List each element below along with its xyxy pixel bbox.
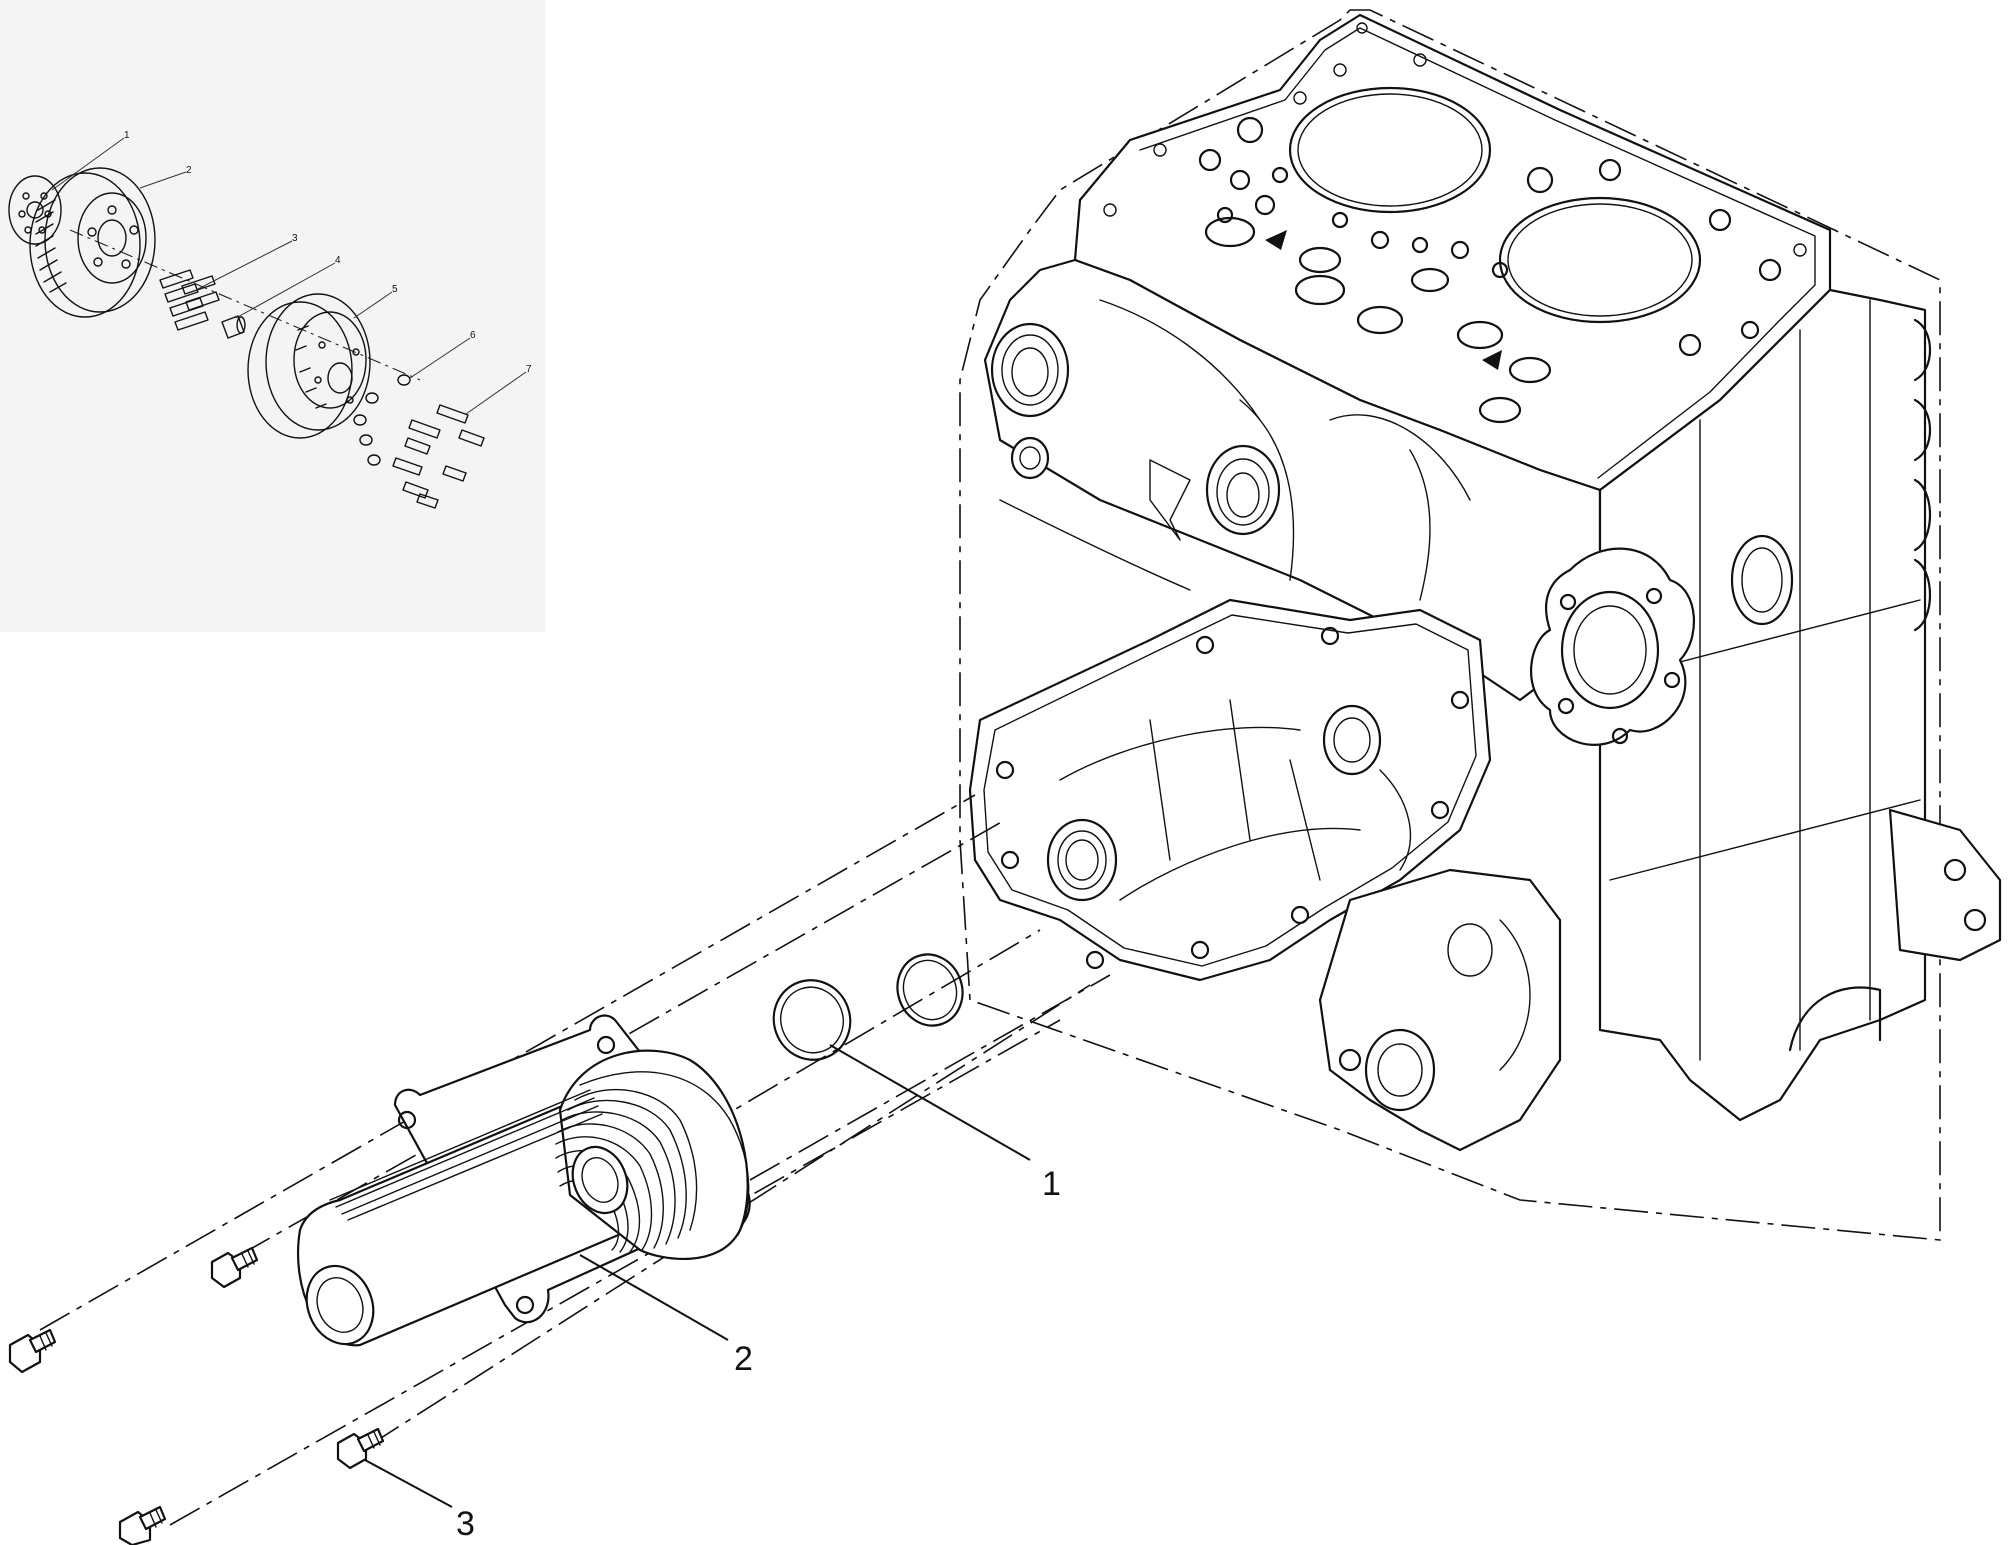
oil-cooler-end-port (305, 1264, 375, 1346)
gasket-holes (995, 626, 1470, 970)
inset-callout-5: 5 (392, 284, 398, 295)
bolt-lower-right (336, 1427, 385, 1470)
oil-cooler-body (297, 1088, 632, 1347)
bolt-upper-right (210, 1246, 259, 1289)
inset-leaders (51, 137, 527, 415)
oil-cooler-inlet-port (571, 1145, 629, 1215)
side-port (1730, 534, 1794, 626)
o-ring-seals (772, 953, 964, 1061)
inset-washers-bolts (353, 374, 485, 509)
cooler-port-upper (1322, 704, 1382, 776)
inset-axis-line (69, 229, 421, 381)
right-edge-bosses (1788, 318, 2002, 1052)
callout-1: 1 (1042, 1165, 1061, 1203)
mounting-bolts (8, 1246, 385, 1545)
inset-flange-plate (8, 175, 62, 245)
inset-background (0, 0, 545, 632)
callout-2: 2 (734, 1340, 753, 1378)
block-right-face (1598, 288, 1927, 1122)
inset-callout-6: 6 (470, 330, 476, 341)
inset-callout-7: 7 (526, 364, 532, 375)
inset-callout-4: 4 (335, 255, 341, 266)
cylinder-bore-2 (1498, 196, 1702, 324)
assembly-center-lines (39, 794, 1111, 1526)
bolt-upper-left (8, 1328, 57, 1374)
inset-sleeve (221, 315, 246, 339)
inset-hub (247, 293, 371, 439)
engine-block (959, 9, 2002, 1241)
oil-cooler (297, 1014, 751, 1347)
callout-leaders (364, 1044, 1031, 1508)
inset-bolt-cluster (159, 269, 220, 331)
inset-callout-3: 3 (292, 233, 298, 244)
pulley-inset: 1 2 3 4 5 6 7 (0, 0, 545, 632)
inset-callout-1: 1 (124, 130, 130, 141)
cylinder-bore-1 (1288, 86, 1492, 214)
core-bosses (990, 322, 1281, 541)
callout-3: 3 (456, 1505, 475, 1543)
inset-callout-2: 2 (186, 165, 192, 176)
front-bearing-boss (1529, 547, 1696, 746)
deck-holes (1103, 22, 1847, 424)
lower-casting (1318, 868, 1562, 1152)
inset-grooved-pulley (29, 167, 156, 318)
bolt-lower-left (118, 1505, 167, 1545)
